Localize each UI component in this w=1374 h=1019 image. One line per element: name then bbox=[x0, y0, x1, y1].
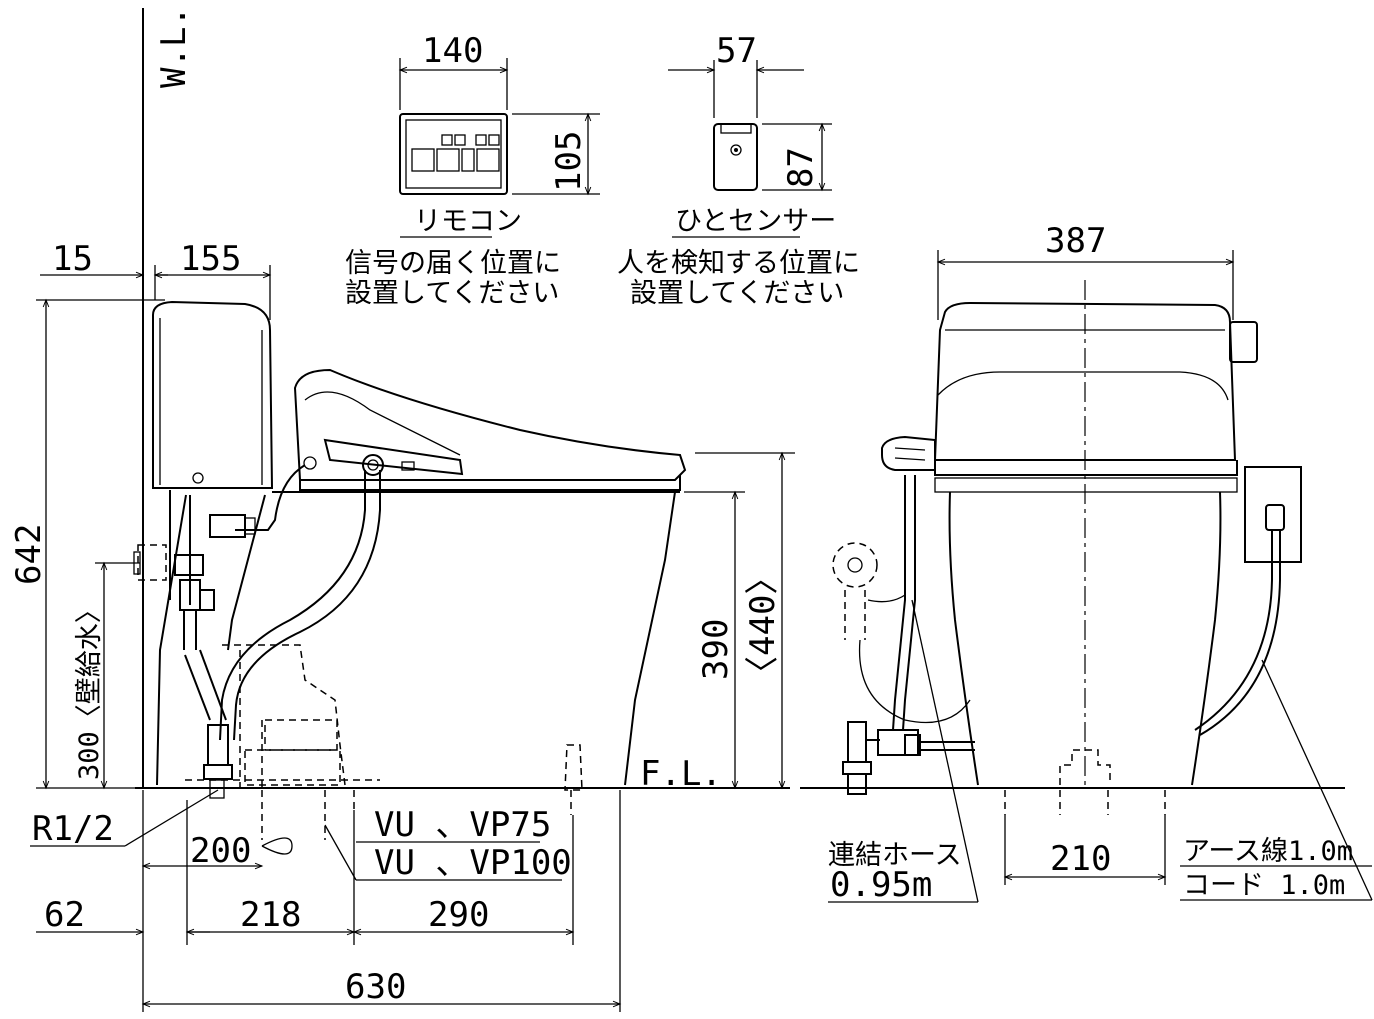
human-sensor bbox=[713, 123, 758, 191]
sensor-title: ひとセンサー bbox=[675, 206, 836, 237]
dim-extension-lines bbox=[142, 790, 621, 1012]
total-height-value: 642 bbox=[9, 524, 49, 585]
hose-label-1: 連結ホース bbox=[828, 840, 962, 871]
side-view-toilet bbox=[133, 300, 687, 840]
sensor-height-dim bbox=[762, 122, 832, 192]
drain-pipe-label-2: VU 、VP100 bbox=[374, 843, 572, 883]
wall-supply-label: 300〈壁給水〉 bbox=[74, 596, 105, 780]
seat-height-value: 〈440〉 bbox=[743, 561, 783, 690]
front-width-dim bbox=[936, 250, 1235, 320]
total-height-dim bbox=[36, 298, 165, 790]
remote-note-line1: 信号の届く位置に bbox=[345, 248, 561, 279]
sensor-height-value: 87 bbox=[781, 147, 821, 188]
drain-200-dim bbox=[141, 837, 293, 870]
drain-pipe-label-1: VU 、VP75 bbox=[374, 805, 551, 845]
seat-height-dim bbox=[695, 451, 795, 790]
floor-label: F.L. bbox=[640, 754, 722, 794]
remote-note-line2: 設置してください bbox=[345, 278, 559, 309]
tank-depth-dim bbox=[153, 265, 272, 320]
drain-200-value: 200 bbox=[190, 831, 251, 871]
front-view-toilet bbox=[832, 280, 1302, 815]
hose-label-2: 0.95m bbox=[830, 865, 932, 905]
remote-height-value: 105 bbox=[549, 131, 589, 192]
dim-630-value: 630 bbox=[345, 967, 406, 1007]
dim-218-value: 218 bbox=[240, 895, 301, 935]
cord-label: コード 1.0m bbox=[1183, 870, 1345, 901]
sensor-note-line2: 設置してください bbox=[630, 278, 844, 309]
pipe-thread-label: R1/2 bbox=[32, 809, 114, 849]
bowl-height-value: 390 bbox=[696, 619, 736, 680]
tank-depth-value: 155 bbox=[180, 239, 241, 279]
sensor-note-line1: 人を検知する位置に bbox=[617, 248, 860, 279]
wall-label: W.L. bbox=[154, 6, 194, 88]
remote-width-value: 140 bbox=[422, 31, 483, 71]
remote-title: リモコン bbox=[414, 206, 522, 237]
bolt-spacing-value: 210 bbox=[1050, 839, 1111, 879]
wall-gap-value: 15 bbox=[52, 239, 93, 279]
bolt-spacing-dim bbox=[1003, 815, 1167, 885]
sensor-width-dim bbox=[668, 60, 804, 118]
front-width-value: 387 bbox=[1045, 221, 1106, 261]
earth-wire-label: アース線1.0m bbox=[1183, 836, 1353, 867]
dim-290-value: 290 bbox=[428, 895, 489, 935]
remote-control bbox=[399, 113, 508, 195]
wall-supply-height-dim bbox=[95, 561, 140, 790]
remote-height-dim bbox=[512, 112, 600, 196]
dim-62-value: 62 bbox=[44, 895, 85, 935]
sensor-width-value: 57 bbox=[716, 31, 757, 71]
bowl-height-dim bbox=[684, 490, 745, 790]
remote-width-dim bbox=[398, 58, 509, 110]
